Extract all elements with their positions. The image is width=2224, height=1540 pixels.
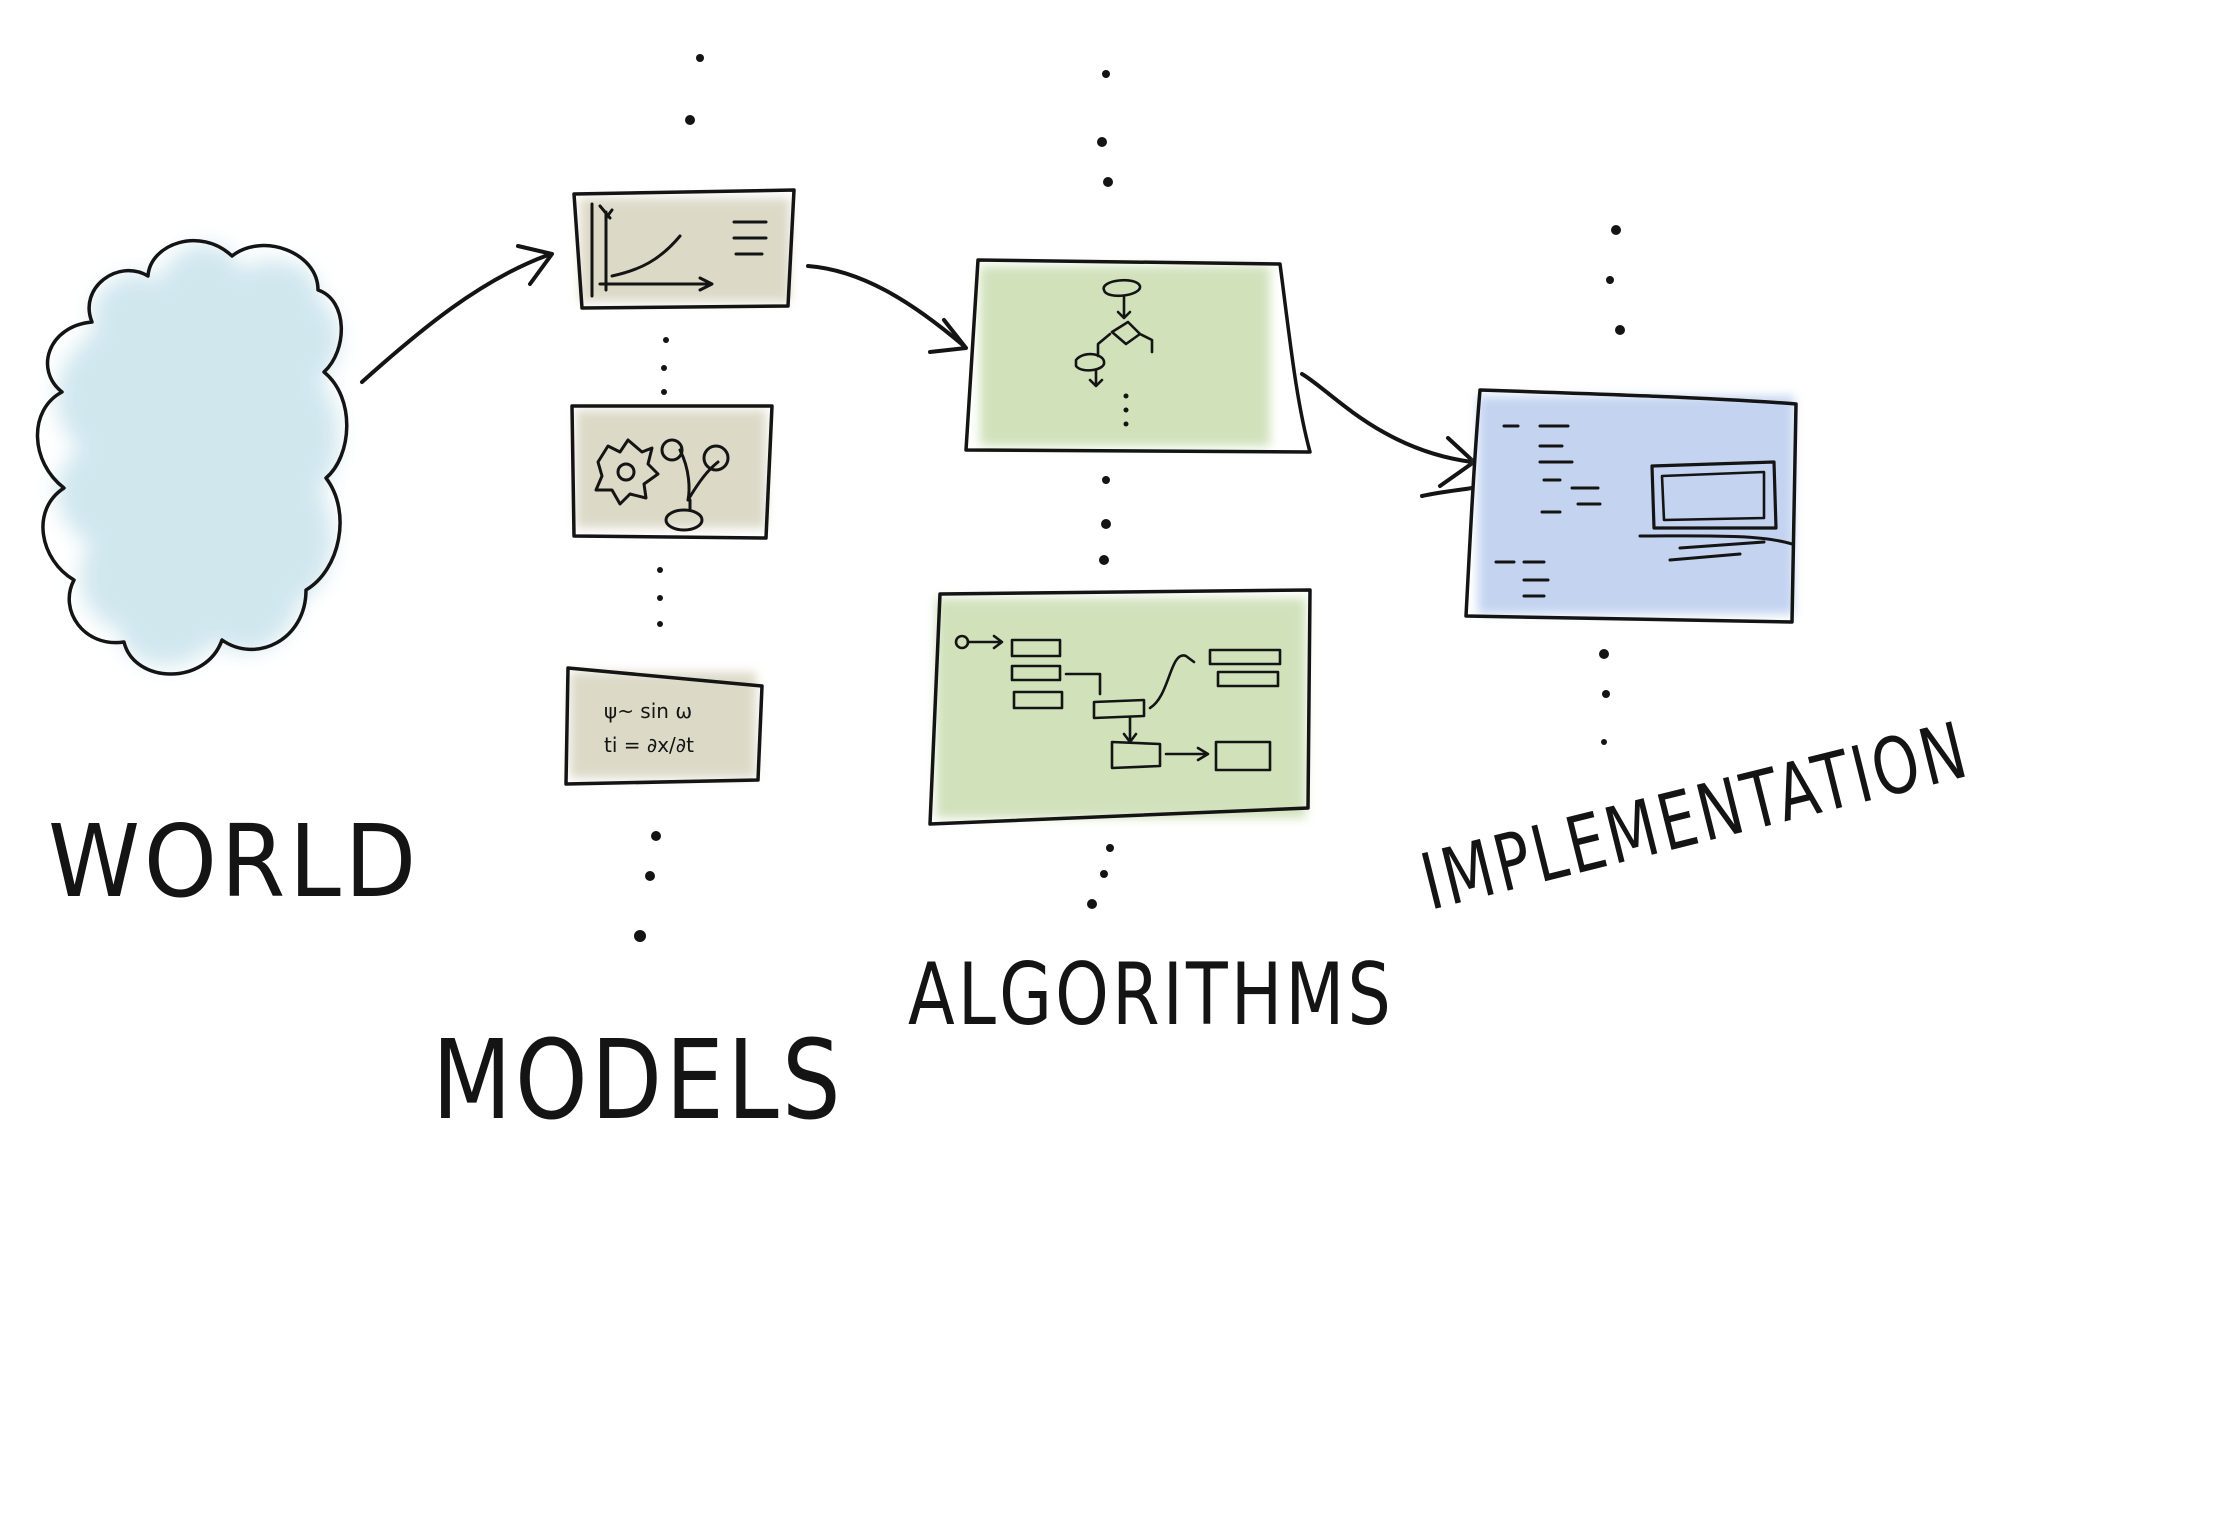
models-dots-bottom — [634, 831, 661, 942]
arrow-world-to-models — [360, 244, 554, 384]
model-card-gear — [570, 404, 774, 540]
algorithms-dots-mid — [1099, 476, 1111, 565]
implementation-dots-top — [1606, 225, 1625, 335]
label-algorithms: ALGORITHMS — [908, 945, 1394, 1045]
model-card-equation-1: ψ~ sin ω — [604, 699, 692, 723]
algorithm-card-flowchart — [964, 258, 1312, 454]
model-card-equations: ψ~ sin ω ti = ∂x/∂t — [564, 666, 764, 786]
algorithms-dots-bottom — [1087, 844, 1114, 909]
algorithms-dots-top — [1097, 70, 1113, 187]
label-implementation: IMPLEMENTATION — [1413, 706, 1978, 929]
label-world: WORLD — [48, 803, 420, 920]
arrow-models-to-algorithms — [806, 264, 968, 354]
label-models: MODELS — [432, 1016, 844, 1144]
world-cloud — [35, 238, 349, 676]
algorithm-card-pipeline — [928, 588, 1312, 826]
model-card-graph — [572, 188, 796, 310]
algorithms-column — [928, 70, 1312, 909]
models-dots-2 — [657, 567, 663, 627]
models-dots-1 — [661, 337, 669, 395]
implementation-column — [1464, 225, 1798, 745]
model-card-equation-2: ti = ∂x/∂t — [604, 733, 694, 757]
models-column: ψ~ sin ω ti = ∂x/∂t — [564, 54, 796, 942]
models-dots-top — [685, 54, 704, 125]
implementation-dots-bottom — [1599, 649, 1610, 745]
implementation-card-code — [1464, 388, 1798, 624]
arrow-algorithms-to-implementation — [1300, 372, 1476, 498]
